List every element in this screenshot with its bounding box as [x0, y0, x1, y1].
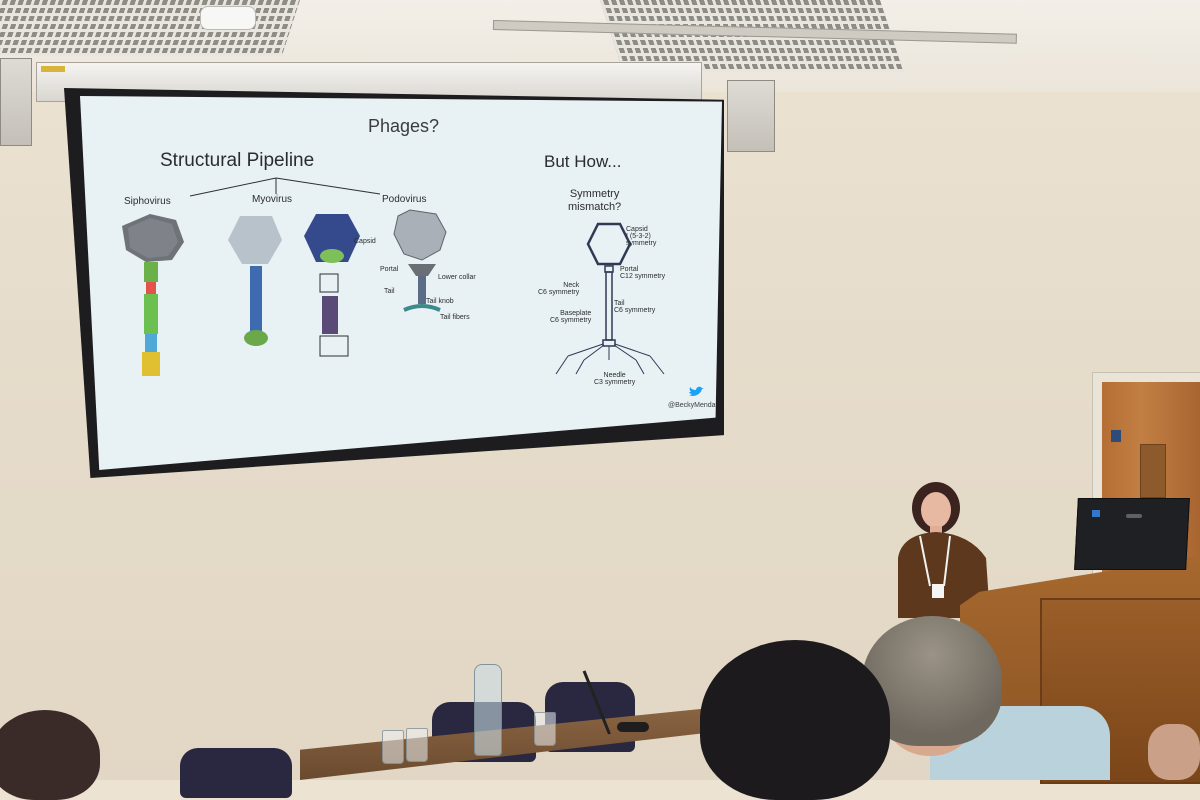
lower-collar-annotation: Lower collar — [438, 274, 476, 281]
neck-symmetry-label: Neck C6 symmetry — [538, 282, 579, 296]
audience-member-left — [0, 710, 100, 800]
podovirus-label: Podovirus — [382, 194, 427, 205]
symmetry-question-line1: Symmetry — [569, 188, 620, 200]
twitter-bird-icon — [689, 386, 704, 396]
microphone-base — [617, 722, 649, 732]
wall-speaker-left — [0, 58, 32, 146]
myovirus-label: Myovirus — [252, 194, 293, 205]
baseplate-label-line1: Baseplate — [560, 310, 592, 317]
siphovirus-label: Siphovirus — [124, 196, 171, 207]
laptop-logo — [1126, 514, 1142, 518]
presentation-slide: Phages? Structural Pipeline But How... S… — [80, 96, 722, 470]
twitter-handle: @BeckyMenday — [668, 402, 720, 409]
chair-back — [180, 748, 292, 798]
capsid-label-line1: Capsid — [626, 226, 648, 233]
symmetry-question-line2: mismatch? — [568, 201, 622, 213]
tail-annotation: Tail — [384, 288, 395, 295]
audience-member-dark-hair — [700, 640, 890, 800]
laptop — [1074, 498, 1190, 570]
tail-label-line1: Tail — [614, 300, 625, 307]
door-window — [1140, 444, 1166, 498]
portal-label-line2: C12 symmetry — [620, 273, 666, 280]
tail-knob-annotation: Tail knob — [426, 298, 454, 305]
portal-symmetry-label: Portal C12 symmetry — [620, 266, 665, 280]
water-glass — [534, 712, 556, 746]
portal-annotation: Portal — [380, 266, 399, 273]
ceiling-vent-left — [0, 0, 300, 56]
needle-label-line2: C3 symmetry — [594, 379, 636, 386]
portal-label-line1: Portal — [620, 266, 639, 273]
capsid-annotation: Capsid — [354, 238, 376, 245]
projector — [200, 6, 256, 30]
tail-fibers-annotation: Tail fibers — [440, 314, 470, 321]
structural-pipeline-heading: Structural Pipeline — [160, 150, 315, 171]
neck-label-line2: C6 symmetry — [538, 289, 580, 296]
laptop-sticker — [1092, 510, 1100, 517]
door-sign — [1111, 430, 1121, 442]
but-how-heading: But How... — [544, 152, 622, 171]
water-bottle — [474, 664, 502, 756]
tail-symmetry-label: Tail C6 symmetry — [614, 300, 655, 314]
capsid-label-line2: I (5-3-2) — [626, 233, 651, 240]
presenter — [898, 482, 990, 618]
slide-title: Phages? — [368, 116, 440, 136]
tail-label-line2: C6 symmetry — [614, 307, 656, 314]
symmetry-mismatch-question: Symmetry mismatch? — [568, 188, 621, 214]
baseplate-label-line2: C6 symmetry — [550, 317, 592, 324]
wall-speaker-right — [727, 80, 775, 152]
neck-label-line1: Neck — [563, 282, 580, 289]
water-glass — [382, 730, 404, 764]
water-glass — [406, 728, 428, 762]
baseplate-symmetry-label: Baseplate C6 symmetry — [550, 310, 591, 324]
needle-label-line1: Needle — [603, 372, 626, 379]
phage-structure-renderings — [122, 209, 447, 376]
needle-symmetry-label: Needle C3 symmetry — [594, 372, 635, 386]
bacteriophage-symmetry-diagram — [555, 222, 665, 375]
phage-type-tree-arrows — [189, 177, 381, 197]
screen-housing-label — [41, 66, 65, 72]
capsid-symmetry-label: Capsid I (5-3-2) symmetry — [626, 226, 656, 247]
audience-member-hand — [1148, 724, 1200, 780]
capsid-label-line3: symmetry — [626, 240, 657, 247]
